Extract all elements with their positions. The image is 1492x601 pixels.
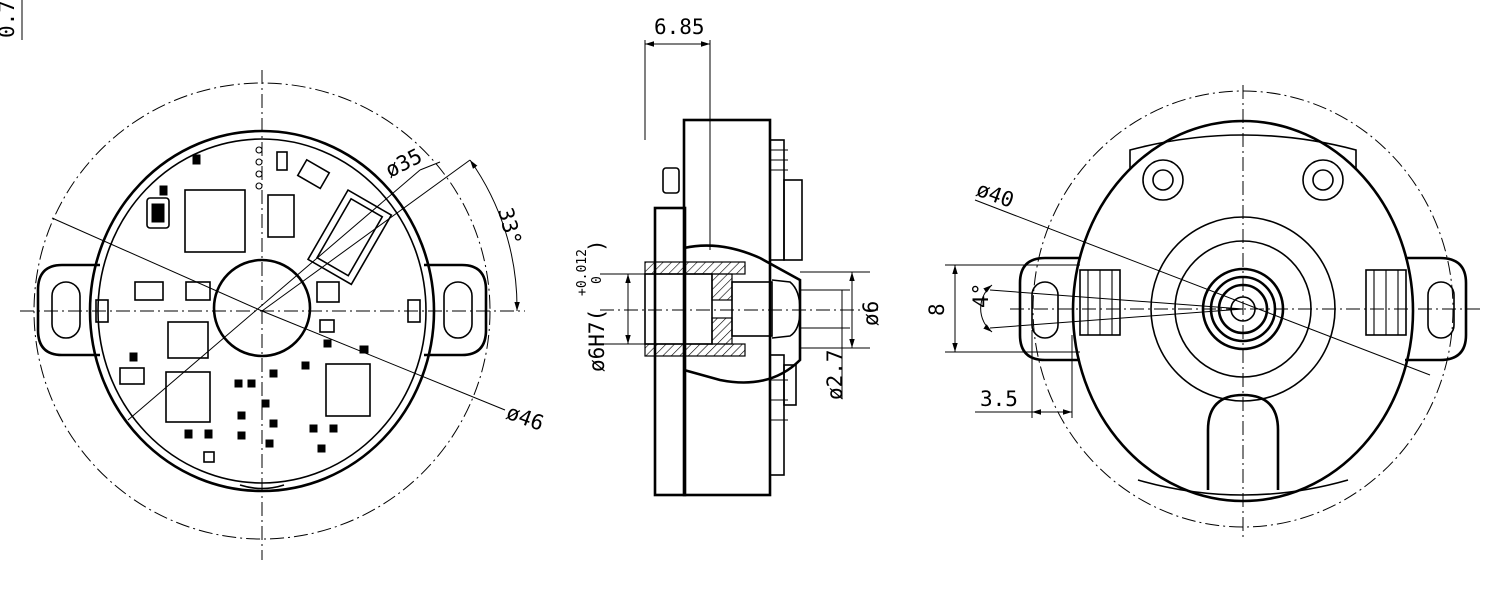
- dia40-label: ø40: [973, 177, 1017, 213]
- right-ear: [1405, 256, 1468, 362]
- large-ic: [184, 189, 246, 253]
- bore: [644, 273, 713, 345]
- right-mount-slot: [443, 281, 473, 339]
- right-ear-tab: [407, 299, 421, 323]
- gear-housing: [1071, 119, 1415, 503]
- left-mount-ear: [36, 263, 100, 357]
- dia35-leader: [127, 169, 421, 421]
- right-view-gear: ø40 8 4° 3.5: [925, 85, 1480, 540]
- sleeve-bottom: [644, 343, 746, 357]
- connector: [306, 188, 393, 286]
- housing-outline: [88, 129, 436, 493]
- left-screw-boss: [1142, 159, 1184, 201]
- shaft-end: [771, 279, 801, 339]
- bore-dim-label: ø6H7(: [585, 309, 609, 372]
- angle4-label: 4°: [969, 283, 993, 308]
- offset35-label: 3.5: [980, 387, 1018, 411]
- qfp-left: [165, 371, 211, 423]
- sleeve-top: [644, 261, 746, 275]
- bottom-slot: [1206, 393, 1280, 490]
- hub-outer: [1150, 216, 1336, 402]
- housing-inner: [97, 138, 427, 484]
- flat-dim-label: ø2.7: [823, 349, 847, 400]
- left-mount-slot: [51, 281, 81, 339]
- shaft-dim-label: ø6: [859, 301, 883, 326]
- motor-body: [682, 118, 772, 497]
- bore-tol-lower: 0: [590, 276, 605, 284]
- crystal: [146, 197, 170, 229]
- left-ear-tab: [95, 299, 109, 323]
- small-ic: [267, 194, 295, 238]
- corner-partial-label: 0.7: [0, 0, 19, 38]
- left-ear: [1018, 256, 1080, 362]
- qfn-chip: [167, 321, 209, 359]
- angle33-arc: [469, 159, 520, 312]
- side-view-section: 6.85 ø6H7( +0.012 0 ): [575, 15, 883, 497]
- width-685-label: 6.85: [654, 15, 705, 39]
- dia40-leader: [974, 199, 1431, 376]
- right-screw-boss: [1302, 159, 1344, 201]
- dia46-label: ø46: [503, 400, 547, 436]
- angle33-label: 33°: [493, 205, 526, 248]
- corner-partial-dimension: 0.7: [0, 0, 23, 40]
- shaft-center: [1230, 296, 1256, 322]
- dia46-leader: [261, 310, 506, 411]
- bore-tol-close: ): [585, 239, 609, 252]
- top-knob: [662, 167, 680, 194]
- left-view-pcb: ø35 33° ø46: [20, 70, 547, 560]
- dia35-label: ø35: [381, 144, 426, 183]
- hub-boss: [683, 244, 802, 384]
- central-disc: [212, 258, 312, 358]
- qfp-right: [325, 363, 371, 417]
- height8-label: 8: [925, 303, 949, 316]
- bore-tol-upper: +0.012: [575, 249, 590, 296]
